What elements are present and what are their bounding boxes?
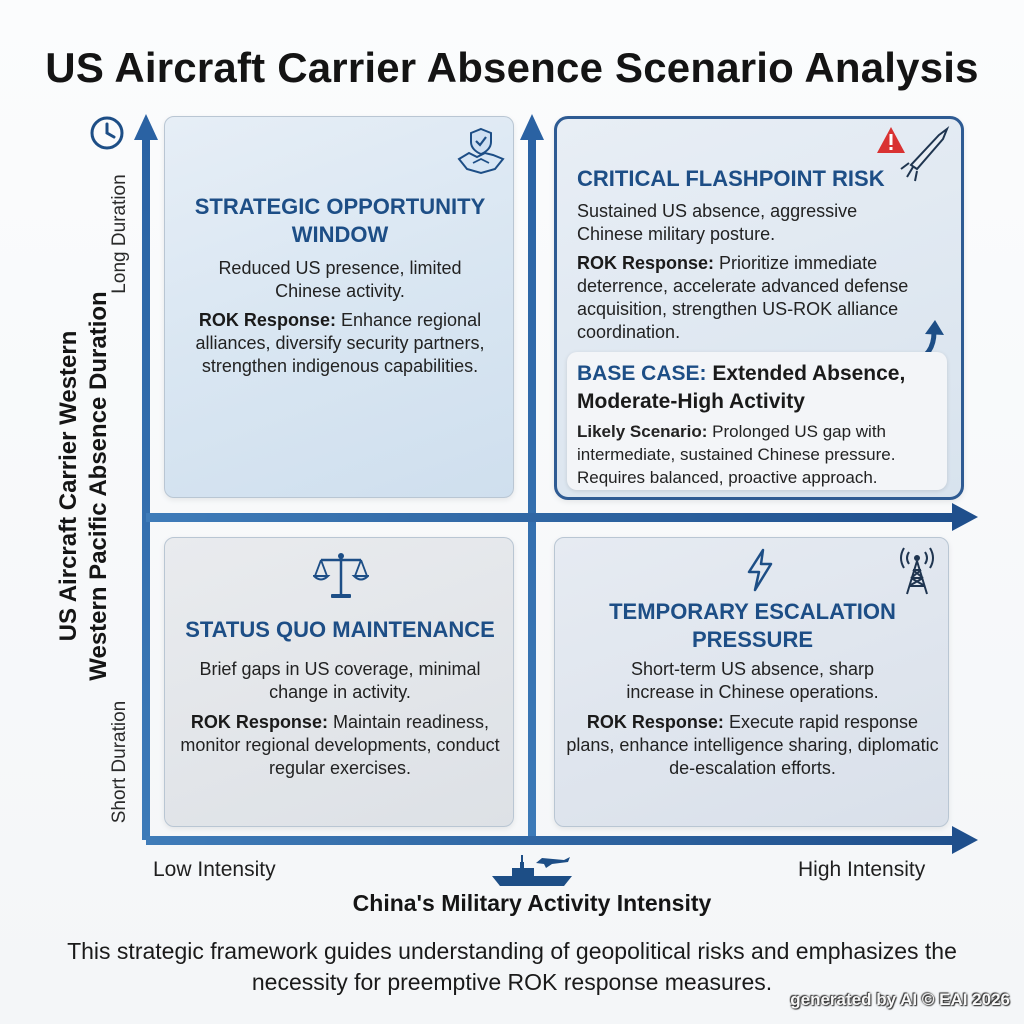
quadrant-response: ROK Response: Maintain readiness, monito… <box>180 712 500 778</box>
mid-horizontal-arrowhead <box>952 503 978 531</box>
quadrant-description: Reduced US presence, limited Chinese act… <box>218 258 462 301</box>
mid-vertical-arrowhead <box>520 114 544 140</box>
y-tick-short-duration: Short Duration <box>109 700 130 824</box>
quadrant-heading: STRATEGIC OPPORTUNITY WINDOW <box>194 194 486 247</box>
quadrant-response: ROK Response: Prioritize immediate deter… <box>577 253 909 342</box>
quadrant-heading: CRITICAL FLASHPOINT RISK <box>577 166 885 191</box>
x-tick-high-intensity: High Intensity <box>798 858 926 881</box>
mid-horizontal-line <box>146 513 954 522</box>
page-title: US Aircraft Carrier Absence Scenario Ana… <box>45 44 979 91</box>
base-case-title: BASE CASE: Extended Absence, Moderate-Hi… <box>577 362 906 413</box>
quadrant-strategic-opportunity: STRATEGIC OPPORTUNITY WINDOW Reduced US … <box>164 116 514 498</box>
lightning-icon <box>747 548 773 592</box>
base-case-scenario: Likely Scenario: Prolonged US gap with i… <box>577 422 896 487</box>
x-axis-arrowhead <box>952 826 978 854</box>
warship-jet-icon <box>492 855 572 886</box>
radio-tower-icon <box>900 547 934 595</box>
quadrant-description: Short-term US absence, sharp increase in… <box>626 659 879 702</box>
handshake-shield-icon <box>457 127 505 175</box>
y-axis-line <box>142 135 150 840</box>
clock-icon <box>90 116 124 150</box>
quadrant-description: Brief gaps in US coverage, minimal chang… <box>199 659 481 702</box>
quadrant-heading: TEMPORARY ESCALATION PRESSURE <box>609 599 896 652</box>
quadrant-temporary-escalation: TEMPORARY ESCALATION PRESSURE Short-term… <box>554 537 949 827</box>
quadrant-description: Sustained US absence, aggressive Chinese… <box>577 201 858 244</box>
quadrant-heading: STATUS QUO MAINTENANCE <box>185 617 495 642</box>
quadrant-response: ROK Response: Enhance regional alliances… <box>195 310 485 376</box>
x-axis-label: China's Military Activity Intensity <box>352 890 712 916</box>
quadrant-response: ROK Response: Execute rapid response pla… <box>566 712 939 778</box>
x-axis-line <box>146 836 954 845</box>
credit-watermark: generated by AI © EAI 2026 <box>790 990 1010 1009</box>
scales-icon <box>313 553 369 598</box>
y-tick-long-duration: Long Duration <box>109 174 130 294</box>
footer-note: This strategic framework guides understa… <box>67 938 957 995</box>
quadrant-status-quo: STATUS QUO MAINTENANCE Brief gaps in US … <box>164 537 514 827</box>
x-tick-low-intensity: Low Intensity <box>153 858 276 881</box>
base-case-box: BASE CASE: Extended Absence, Moderate-Hi… <box>567 352 947 490</box>
warning-missile-icon <box>877 126 950 182</box>
mid-vertical-line <box>528 135 536 840</box>
y-axis-label: US Aircraft Carrier Western Western Paci… <box>55 291 112 681</box>
y-axis-arrowhead <box>134 114 158 140</box>
